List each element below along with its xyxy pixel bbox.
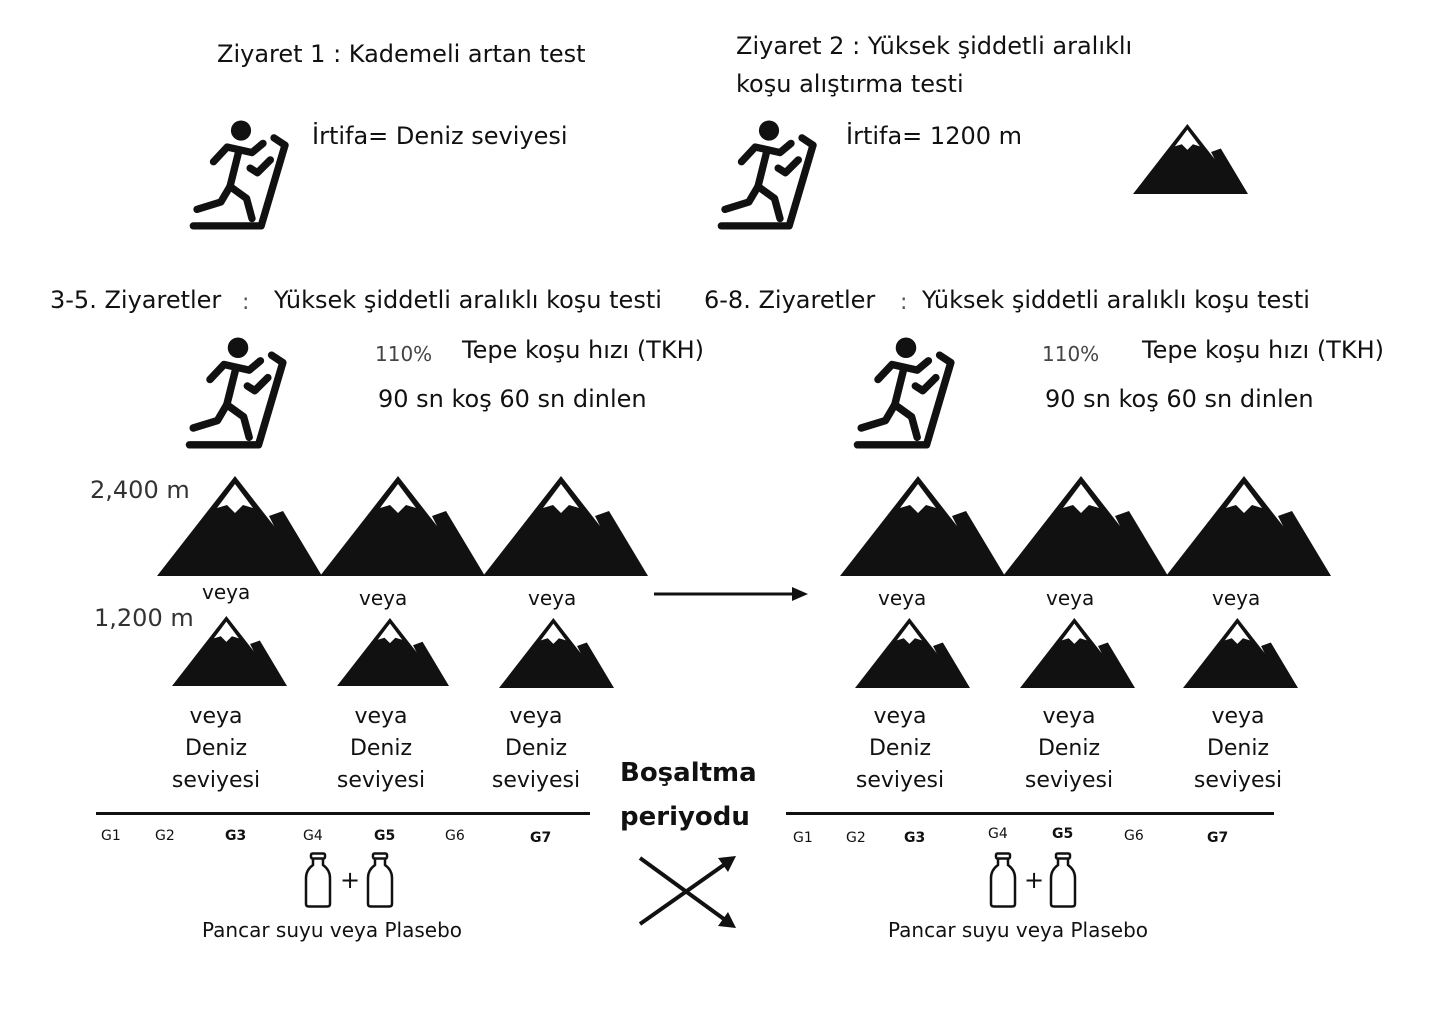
timeline-day: G3 [904,830,926,846]
visit1-altitude: İrtifa= Deniz seviyesi [312,122,568,150]
or-label: veya [354,704,408,729]
treadmill-runner-icon [714,112,824,238]
timeline-day: G5 [374,828,396,844]
sea-level-label: seviyesi [336,768,426,793]
left-speed: Tepe koşu hızı (TKH) [462,336,704,364]
plus-sign: + [340,866,361,894]
timeline-day: G7 [530,830,552,846]
mountain-icon [320,476,485,576]
timeline-day: G1 [101,828,121,844]
timeline-day: G4 [303,828,323,844]
mountain-icon [172,616,287,686]
visit2-title-line1: Ziyaret 2 : Yüksek şiddetli aralıklı [736,32,1133,60]
or-label: veya [359,586,408,610]
arrow-right-icon [654,587,808,601]
sea-level-label: seviyesi [855,768,945,793]
sea-level-label: seviyesi [1024,768,1114,793]
timeline-day: G3 [225,828,247,844]
mountain-icon [1133,124,1248,194]
sea-level-label: Deniz [1206,736,1270,761]
mountain-icon [1020,618,1135,688]
bottle-icon [1048,852,1078,908]
treadmill-runner-icon [850,330,962,456]
treadmill-runner-icon [186,112,296,238]
right-pct: 110% [1042,342,1100,366]
timeline-day: G5 [1052,826,1074,842]
sea-level-label: Deniz [1037,736,1101,761]
altitude-2400-label: 2,400 m [90,476,190,504]
treadmill-runner-icon [182,330,294,456]
left-pct: 110% [375,342,433,366]
mountain-icon [840,476,1005,576]
or-label: veya [189,704,243,729]
plus-sign: + [1024,866,1045,894]
right-test-label: Yüksek şiddetli aralıklı koşu testi [922,286,1310,314]
left-separator: : [242,290,250,315]
crossover-arrows-icon [638,856,736,928]
left-visits-label: 3-5. Ziyaretler [50,286,222,314]
or-label: veya [509,704,563,729]
timeline-day: G1 [793,830,813,846]
washout-label: Boşaltma [620,758,757,788]
left-test-label: Yüksek şiddetli aralıklı koşu testi [274,286,662,314]
or-label: veya [1046,586,1095,610]
visit2-title-line2: koşu alıştırma testi [736,70,964,98]
mountain-icon [157,476,322,576]
timeline-day: G2 [155,828,175,844]
timeline-day: G2 [846,830,866,846]
sea-level-label: seviyesi [491,768,581,793]
right-visits-label: 6-8. Ziyaretler [704,286,876,314]
visit1-title: Ziyaret 1 : Kademeli artan test [217,40,586,68]
right-protocol: 90 sn koş 60 sn dinlen [1045,385,1314,413]
timeline-line [96,812,590,815]
left-protocol: 90 sn koş 60 sn dinlen [378,385,647,413]
supplement-label: Pancar suyu veya Plasebo [202,918,463,942]
sea-level-label: Deniz [868,736,932,761]
or-label: veya [528,586,577,610]
visit2-altitude: İrtifa= 1200 m [846,122,1023,150]
sea-level-label: Deniz [184,736,248,761]
supplement-label: Pancar suyu veya Plasebo [888,918,1149,942]
timeline-line [786,812,1274,815]
mountain-icon [337,618,449,686]
timeline-day: G6 [445,828,465,844]
bottle-icon [303,852,333,908]
sea-level-label: Deniz [504,736,568,761]
or-label: veya [202,580,251,604]
washout-label: periyodu [620,802,750,832]
timeline-day: G4 [988,826,1008,842]
mountain-icon [1003,476,1168,576]
bottle-icon [988,852,1018,908]
sea-level-label: seviyesi [1193,768,1283,793]
or-label: veya [873,704,927,729]
right-separator: : [900,290,908,315]
sea-level-label: Deniz [349,736,413,761]
altitude-1200-label: 1,200 m [94,604,194,632]
mountain-icon [499,618,614,688]
mountain-icon [855,618,970,688]
or-label: veya [1212,586,1261,610]
right-speed: Tepe koşu hızı (TKH) [1142,336,1384,364]
or-label: veya [1042,704,1096,729]
mountain-icon [1166,476,1331,576]
timeline-day: G7 [1207,830,1229,846]
sea-level-label: seviyesi [171,768,261,793]
timeline-day: G6 [1124,828,1144,844]
mountain-icon [483,476,648,576]
bottle-icon [365,852,395,908]
mountain-icon [1183,618,1298,688]
or-label: veya [878,586,927,610]
or-label: veya [1211,704,1265,729]
